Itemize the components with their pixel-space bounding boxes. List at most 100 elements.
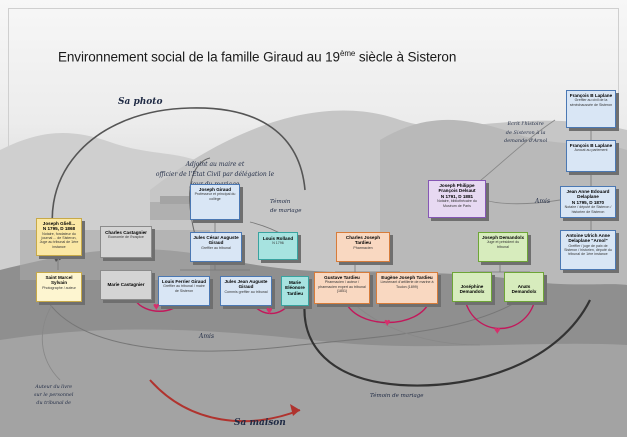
- person-box-eugene-tardieu: Eugène Joseph Tardieu Lieutenant d'artil…: [376, 272, 438, 304]
- label-ecrit-line3: demande d'Arnol: [504, 138, 548, 144]
- person-name: Antoine Ulrich Anne Delaplane "Arnol": [566, 233, 610, 244]
- person-dates: N 1795, D 1868: [42, 226, 76, 232]
- person-box-charles-tardieu: Charles Joseph Tardieu Pharmacien: [336, 232, 390, 262]
- arc-temoin-bottom: [349, 299, 481, 346]
- person-name: Joseph Gliell...: [42, 221, 76, 226]
- heart-icon: ♥: [384, 317, 391, 329]
- person-name: Marie Eléonore Tardieu: [285, 280, 305, 296]
- arc-red-bottom: [149, 379, 301, 423]
- person-name: Marie Castagnier: [107, 282, 145, 287]
- person-desc: Pharmacien: [353, 245, 373, 250]
- marriage-arc-demandolx: [464, 299, 536, 330]
- label-ecrit-line1: Ecrit l'histoire: [507, 121, 544, 127]
- valley-lower: [0, 329, 627, 437]
- person-name: Charles Castagnier: [105, 230, 147, 235]
- person-desc: Greffier au tribunal / maire de Sisteron: [163, 284, 205, 293]
- person-desc: Notaire, bibliothécaire du Muséum de Par…: [437, 199, 477, 208]
- label-auteur-line3: du tribunal de: [36, 401, 71, 406]
- arc-amis-right: [484, 199, 561, 205]
- heart-icon: ♥: [266, 305, 273, 317]
- person-name: Joseph Philippe François Delsaut: [438, 183, 476, 194]
- heart-icon: ♥: [494, 325, 501, 337]
- arc-amis-bottom: [39, 284, 521, 352]
- person-box-marcel-sylvain: Saint Marcel Sylvain Photographe / auteu…: [36, 272, 82, 302]
- person-desc: Greffier au tribunal: [201, 245, 231, 250]
- arc-sa-photo: [51, 107, 306, 261]
- label-ecrit-line2: de Sisteron à la: [505, 129, 546, 136]
- person-desc: Lieutenant d'artillerie de marine à Toul…: [380, 280, 434, 289]
- person-desc: Greffier au civil de la sénéchaussée de …: [569, 98, 613, 107]
- person-box-gustave-tardieu: Gustave Tardieu Pharmacien / auteur / ph…: [314, 272, 370, 304]
- person-box-louis-ferrier: Louis Ferrier Giraud Greffier au tribuna…: [158, 276, 210, 306]
- person-desc: N 1796: [272, 241, 284, 246]
- person-box-marie-castagnier: Marie Castagnier: [100, 270, 152, 300]
- person-box-joseph-giraud: Joseph Giraud Professeur et principal du…: [190, 184, 240, 220]
- person-name: Jean Anne Edouard Delaplane: [566, 189, 610, 200]
- page-title: Environnement social de la famille Girau…: [58, 49, 456, 65]
- person-name: Joseph Demandolx: [481, 235, 525, 240]
- person-desc: Pharmacien / auteur / pharmacien expert …: [318, 280, 366, 293]
- person-box-jg-jourdan: Joseph Gliell... N 1795, D 1868 Notaire,…: [36, 218, 82, 256]
- person-box-jules-jean: Jules Jean Auguste Giraud Commis greffie…: [220, 276, 272, 306]
- person-box-anais-demandolx: Anaïs Demandolx: [504, 272, 544, 302]
- person-desc: Avocat au parlement: [574, 148, 608, 153]
- label-sa-maison: Sa maison: [234, 418, 286, 428]
- label-adjoint-line1: Adjoint au maire et: [185, 161, 245, 168]
- person-name: Louis Rolland: [262, 236, 294, 241]
- person-name: Charles Joseph Tardieu: [345, 235, 381, 246]
- person-box-josephine-demandolx: Joséphine Demandolx: [452, 272, 492, 302]
- person-dates: N 1791, D 1881: [440, 193, 474, 199]
- person-name: Gustave Tardieu: [324, 275, 360, 280]
- arc-ecrit: [474, 119, 556, 186]
- arc-sa-maison: [303, 299, 591, 387]
- label-amis-right: Amis: [535, 198, 551, 205]
- person-box-joseph-demandolx: Joseph Demandolx Juge et président du tr…: [478, 232, 528, 262]
- marriage-arc-tardieu: [344, 299, 431, 324]
- person-name: François B Laplane: [569, 143, 613, 148]
- person-box-francois-laplane-2: François B Laplane Avocat au parlement: [566, 140, 616, 172]
- person-box-charles-castagnier: Charles Castagnier Economie de l'hospice: [100, 226, 152, 258]
- person-name: Eugène Joseph Tardieu: [381, 275, 433, 280]
- label-sa-photo: Sa photo: [118, 97, 163, 107]
- label-temoin-mariage: Témoin de mariage: [270, 198, 301, 216]
- person-desc: Economie de l'hospice: [108, 235, 144, 240]
- person-name: Joseph Giraud: [198, 187, 232, 192]
- person-name: François B Laplane: [569, 93, 613, 98]
- person-name: Jules Jean Auguste Giraud: [224, 279, 268, 290]
- person-box-louis-rolland: Louis Rolland N 1796: [258, 232, 298, 260]
- person-desc: Notaire, fondateur du journal ... de Sis…: [39, 231, 79, 249]
- person-name: Saint Marcel Sylvain: [45, 275, 73, 286]
- person-box-marie-eleonore: Marie Eléonore Tardieu: [281, 276, 309, 306]
- person-box-jean-anne: Jean Anne Edouard Delaplane N 1795, D 18…: [560, 186, 616, 218]
- label-auteur-line2: sur le personnel: [34, 393, 74, 398]
- heart-icon: ♥: [153, 301, 160, 313]
- label-amis-left: Amis: [199, 333, 215, 340]
- person-desc: Photographe / auteur: [42, 285, 76, 290]
- person-name: Joséphine Demandolx: [459, 284, 485, 295]
- person-box-antoine-ulrich: Antoine Ulrich Anne Delaplane "Arnol" Gr…: [560, 230, 616, 270]
- label-auteur: Auteur du livre sur le personnel du trib…: [34, 384, 73, 408]
- connector-giraud-children: [180, 262, 250, 271]
- person-box-joseph-philippe: Joseph Philippe François Delsaut N 1791,…: [428, 180, 486, 218]
- title-superscript: ème: [339, 49, 356, 58]
- person-desc: Commis greffier au tribunal: [224, 289, 268, 294]
- label-temoin-line2: de mariage: [270, 208, 302, 214]
- person-box-jules-cesar: Jules César Auguste Giraud Greffier au t…: [190, 232, 242, 262]
- label-temoin-line1: Témoin: [270, 199, 291, 205]
- person-box-francois-laplane-1: François B Laplane Greffier au civil de …: [566, 90, 616, 128]
- person-name: Anaïs Demandolx: [511, 284, 537, 295]
- label-temoin-bottom: Témoin de mariage: [370, 393, 424, 399]
- person-dates: N 1795, D 1870: [571, 199, 605, 205]
- person-desc: Juge et président du tribunal: [486, 240, 520, 249]
- title-prefix: Environnement social de la famille Girau…: [58, 49, 340, 65]
- person-name: Louis Ferrier Giraud: [161, 279, 207, 284]
- label-auteur-line1: Auteur du livre: [35, 385, 73, 390]
- person-desc: Greffier / juge de paix de Sisteron / hi…: [564, 243, 612, 257]
- label-ecrit: Ecrit l'histoire de Sisteron à la demand…: [504, 120, 547, 146]
- title-suffix: siècle à Sisteron: [355, 49, 457, 65]
- person-desc: Notaire / député de Sisteron / historien…: [564, 205, 612, 214]
- label-adjoint-line2: officier de l'Etat Civil par délégation …: [155, 171, 275, 178]
- arc-auteur: [41, 299, 61, 381]
